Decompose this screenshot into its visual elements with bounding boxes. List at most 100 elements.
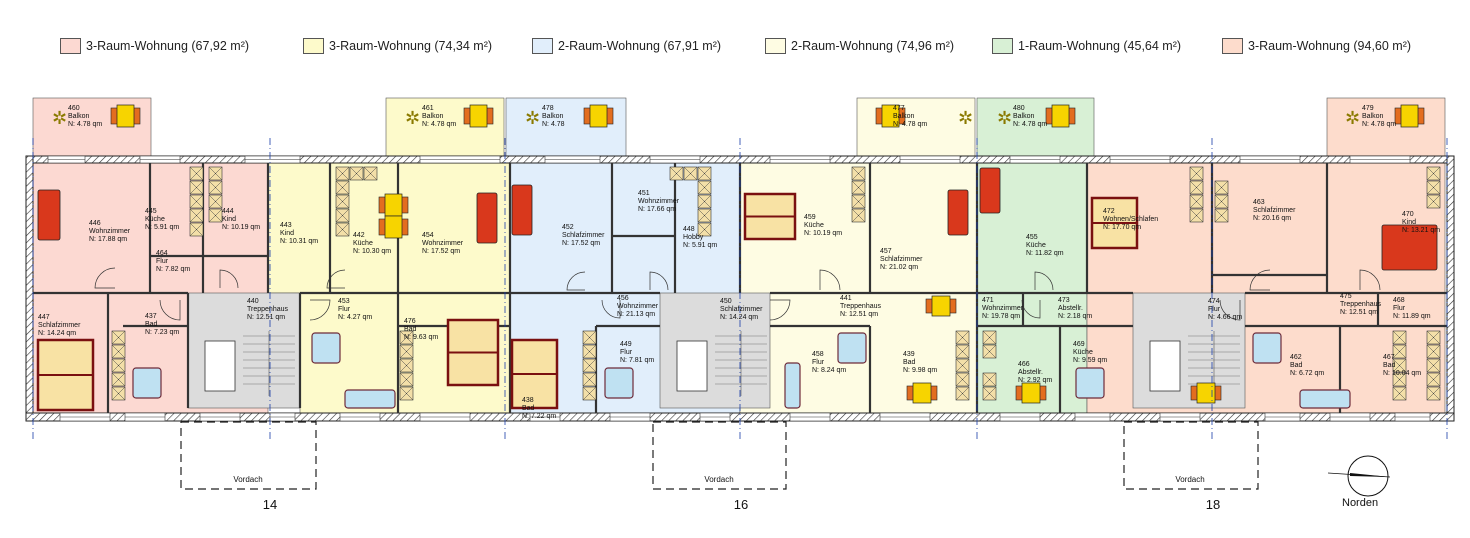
bathtub-icon (1252, 332, 1282, 364)
room-number: 480 (1013, 105, 1025, 112)
cabinet-cross (697, 222, 712, 237)
plant-icon: ✲ (997, 108, 1012, 128)
cabinet-icon (1392, 358, 1407, 373)
cabinet-icon (955, 358, 970, 373)
room-area: N: 5.91 qm (683, 242, 717, 249)
bathtub-icon (311, 332, 341, 364)
room-area: N: 4.78 qm (68, 121, 102, 128)
cabinet-icon (1426, 372, 1441, 387)
room-area: N: 7.23 qm (145, 329, 179, 336)
cabinet-icon (582, 330, 597, 345)
room-name: Balkon (1362, 113, 1384, 120)
cabinet-icon (399, 386, 414, 401)
cabinet-cross (1189, 166, 1204, 181)
room-area: N: 6.72 qm (1290, 370, 1324, 377)
room-name: Kind (222, 216, 236, 223)
cabinet-cross (1392, 344, 1407, 359)
cabinet-icon (851, 180, 866, 195)
room-area: N: 17.52 qm (422, 248, 460, 255)
room-area: N: 4.27 qm (338, 314, 372, 321)
cabinet-cross (955, 386, 970, 401)
room-number: 475 (1340, 293, 1352, 300)
door-swing-icon (1021, 299, 1041, 319)
legend-item: 3-Raum-Wohnung (94,60 m²) (1222, 38, 1411, 54)
cabinet-cross (1392, 386, 1407, 401)
cabinet-icon (1392, 386, 1407, 401)
house-number: 16 (734, 497, 748, 512)
room-name: Kind (280, 230, 294, 237)
cabinet-icon (1189, 194, 1204, 209)
sofa-icon (979, 167, 1001, 214)
room-number: 474 (1208, 298, 1220, 305)
room-number: 444 (222, 208, 234, 215)
room-number: 453 (338, 298, 350, 305)
cabinet-icon (982, 344, 997, 359)
legend-label: 1-Raum-Wohnung (45,64 m²) (1018, 39, 1182, 53)
cabinet-icon (363, 166, 378, 181)
plant-icon: ✲ (405, 108, 420, 128)
room-name: Schlafzimmer (38, 322, 81, 329)
north-label: Norden (1342, 497, 1378, 509)
room-number: 439 (903, 351, 915, 358)
fixtures: ✲✲✲✲✲✲ (36, 104, 1441, 412)
cabinet-cross (189, 194, 204, 209)
room-area: N: 20.16 qm (1253, 215, 1291, 222)
table-icon (116, 104, 135, 128)
bathtub-icon (837, 332, 867, 364)
room-number: 476 (404, 318, 416, 325)
table-icon (469, 104, 488, 128)
cabinet-icon (1426, 358, 1441, 373)
cabinet-icon (111, 386, 126, 401)
room-name: Bad (145, 321, 158, 328)
door-swing-icon (159, 299, 181, 321)
room-name: Abstellr. (1058, 305, 1083, 312)
door-swing-icon (819, 269, 841, 291)
room-area: N: 9.98 qm (903, 367, 937, 374)
cabinet-icon (1392, 372, 1407, 387)
cabinet-cross (1214, 194, 1229, 209)
cabinet-icon (189, 166, 204, 181)
room-area: N: 10.19 qm (222, 224, 260, 231)
room-area: N: 17.88 qm (89, 236, 127, 243)
room-area: N: 10.30 qm (353, 248, 391, 255)
room-name: Wohnen/Schlafen (1103, 216, 1158, 223)
cabinet-cross (697, 208, 712, 223)
room-name: Wohnzimmer (638, 198, 680, 205)
legend-item: 2-Raum-Wohnung (74,96 m²) (765, 38, 954, 54)
plant-icon: ✲ (525, 108, 540, 128)
room-number: 450 (720, 298, 732, 305)
door-swing-icon (309, 299, 331, 321)
cabinet-cross (1189, 180, 1204, 195)
cabinet-icon (955, 344, 970, 359)
room-area: N: 10.04 qm (1383, 370, 1421, 377)
bathtub-icon (344, 389, 396, 409)
room-name: Küche (145, 216, 165, 223)
legend-swatch (60, 38, 81, 54)
room-area: N: 9.59 qm (1073, 357, 1107, 364)
cabinet-cross (955, 344, 970, 359)
cabinet-cross (208, 208, 223, 223)
canopy-outline (1123, 421, 1259, 490)
legend-label: 3-Raum-Wohnung (74,34 m²) (329, 39, 493, 53)
cabinet-cross (1426, 344, 1441, 359)
room-name: Hobby (683, 234, 704, 241)
room-number: 457 (880, 248, 892, 255)
room-number: 448 (683, 226, 695, 233)
cabinet-cross (697, 194, 712, 209)
door-swing-icon (326, 269, 346, 289)
room-area: N: 2.92 qm (1018, 377, 1052, 384)
legend-swatch (303, 38, 324, 54)
cabinet-icon (111, 330, 126, 345)
table-icon (384, 215, 403, 239)
canopy-label: Vordach (704, 475, 733, 484)
legend-item: 3-Raum-Wohnung (74,34 m²) (303, 38, 492, 54)
